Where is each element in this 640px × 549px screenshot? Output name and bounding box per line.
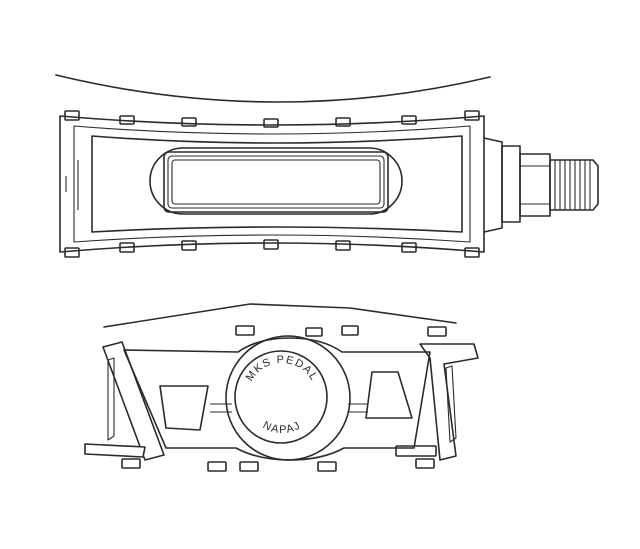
threaded-spindle	[549, 159, 599, 211]
side-top-teeth	[235, 325, 447, 337]
pedal-body-side	[123, 337, 431, 461]
pedal-top-view	[55, 74, 599, 258]
spindle-boss	[225, 335, 351, 461]
spindle-assembly	[483, 137, 599, 233]
right-cutout	[365, 371, 413, 419]
pedal-frame-inner	[91, 135, 463, 233]
pedal-frame-outer	[59, 115, 485, 253]
stamp-text-lower: NAPAJ	[261, 419, 303, 436]
left-cutout	[159, 385, 209, 431]
left-cage-arm	[84, 341, 165, 461]
shoe-sole-outline-top	[55, 74, 491, 103]
pedal-side-view: MKS PEDAL NAPAJ	[84, 303, 479, 472]
side-bottom-teeth	[121, 458, 435, 472]
shoe-sole-outline-side	[103, 303, 457, 328]
reflector	[149, 147, 403, 215]
right-cage-arm	[395, 343, 479, 461]
pedal-frame-middle	[73, 125, 471, 243]
